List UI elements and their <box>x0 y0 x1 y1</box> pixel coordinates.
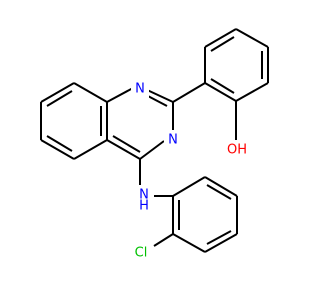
bond <box>204 233 238 253</box>
bond <box>40 139 75 160</box>
bond-lines <box>40 28 269 253</box>
atom-label-n1: N <box>135 82 145 97</box>
bond <box>40 82 75 103</box>
atom-label-cl: Cl <box>135 246 148 261</box>
molecule-diagram: N N N H OH Cl <box>40 28 269 262</box>
bond-inner <box>210 78 235 94</box>
bond-inner <box>210 36 235 52</box>
bond <box>235 82 269 102</box>
atom-label-oh: OH <box>227 143 247 158</box>
hydroxyl-group: OH <box>224 141 250 159</box>
bond <box>153 233 174 247</box>
bond <box>144 88 174 103</box>
chlorine-atom: Cl <box>130 244 152 262</box>
atom-labels: N N N H OH Cl <box>130 80 250 262</box>
bond <box>139 140 165 160</box>
bond <box>106 87 134 103</box>
bond-inner <box>46 135 73 152</box>
bond-inner <box>206 184 232 200</box>
bond <box>204 82 237 102</box>
bond <box>172 82 206 103</box>
nitrogen-atom-n3: N <box>164 131 182 149</box>
bond <box>73 82 108 103</box>
bond <box>73 139 108 160</box>
bond <box>106 139 141 160</box>
atom-label-nh: N <box>139 188 149 203</box>
atom-label-h: H <box>139 199 149 214</box>
bond-inner <box>206 230 232 245</box>
bond <box>235 28 269 48</box>
bond-inner <box>112 135 141 153</box>
amine-nh-group: N H <box>134 186 153 214</box>
bond <box>172 176 206 197</box>
bond <box>204 176 238 197</box>
nitrogen-atom-n1: N <box>131 80 149 98</box>
bond <box>172 233 206 253</box>
molecule-structure: N N N H OH Cl <box>40 28 269 262</box>
atom-label-n3: N <box>168 133 178 148</box>
bond <box>204 28 237 48</box>
bond-inner <box>145 94 168 107</box>
bond-inner <box>46 90 73 107</box>
